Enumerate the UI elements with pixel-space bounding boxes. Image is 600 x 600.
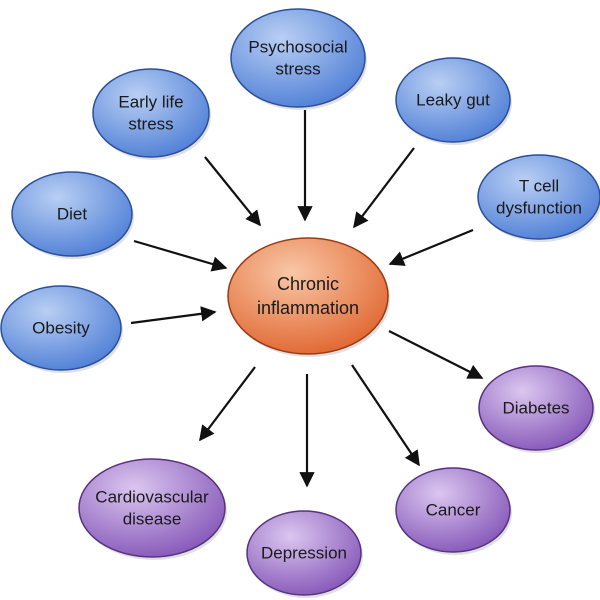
node-ellipse bbox=[478, 365, 594, 451]
node-chronic-inflammation: Chronic inflammation bbox=[227, 237, 390, 357]
nodes: ChronicinflammationPsychosocialstressEar… bbox=[0, 8, 600, 598]
node-cancer: Cancer bbox=[395, 467, 512, 555]
arrow-early-life-stress-to-chronic-inflammation bbox=[204, 156, 261, 227]
node-obesity: Obesity bbox=[0, 285, 123, 373]
node-ellipse bbox=[78, 458, 226, 558]
arrows bbox=[130, 110, 484, 488]
node-early-life-stress: Early life stress bbox=[92, 68, 211, 160]
node-label: Depression bbox=[261, 544, 347, 563]
node-label: stress bbox=[128, 115, 173, 134]
node-label: T cell bbox=[519, 177, 559, 196]
node-psychosocial-stress: Psychosocial stress bbox=[230, 8, 367, 110]
node-label: Early life bbox=[118, 93, 183, 112]
node-t-cell-dysfunction: T cell dysfunction bbox=[477, 154, 600, 242]
node-ellipse bbox=[0, 285, 122, 371]
node-label: Diabetes bbox=[502, 399, 569, 418]
node-ellipse bbox=[227, 237, 389, 355]
node-cardiovascular-disease: Cardiovascular disease bbox=[78, 458, 227, 560]
node-ellipse bbox=[477, 154, 600, 240]
arrow-chronic-inflammation-to-cancer bbox=[351, 364, 420, 467]
node-leaky-gut: Leaky gut bbox=[395, 57, 512, 145]
node-label: Cardiovascular bbox=[95, 488, 209, 507]
node-label: Chronic bbox=[277, 274, 339, 294]
arrow-diet-to-chronic-inflammation bbox=[133, 239, 228, 272]
arrow-obesity-to-chronic-inflammation bbox=[130, 306, 217, 325]
node-label: disease bbox=[123, 510, 182, 529]
node-ellipse bbox=[395, 57, 511, 143]
arrow-t-cell-dysfunction-to-chronic-inflammation bbox=[388, 228, 474, 266]
node-ellipse bbox=[230, 8, 366, 108]
node-ellipse bbox=[11, 171, 133, 257]
node-label: dysfunction bbox=[496, 199, 582, 218]
node-label: Psychosocial bbox=[248, 38, 347, 57]
node-label: Diet bbox=[57, 205, 88, 224]
node-label: inflammation bbox=[257, 298, 359, 318]
node-ellipse bbox=[246, 510, 362, 596]
node-depression: Depression bbox=[246, 510, 363, 598]
node-ellipse bbox=[395, 467, 511, 553]
node-label: stress bbox=[275, 60, 320, 79]
node-ellipse bbox=[92, 68, 210, 158]
arrow-chronic-inflammation-to-diabetes bbox=[388, 330, 484, 379]
node-diet: Diet bbox=[11, 171, 134, 259]
node-diabetes: Diabetes bbox=[478, 365, 595, 453]
arrow-chronic-inflammation-to-cardiovascular-disease bbox=[199, 366, 256, 442]
node-label: Cancer bbox=[426, 501, 481, 520]
node-label: Obesity bbox=[32, 319, 90, 338]
arrow-leaky-gut-to-chronic-inflammation bbox=[353, 147, 415, 229]
node-label: Leaky gut bbox=[416, 91, 490, 110]
